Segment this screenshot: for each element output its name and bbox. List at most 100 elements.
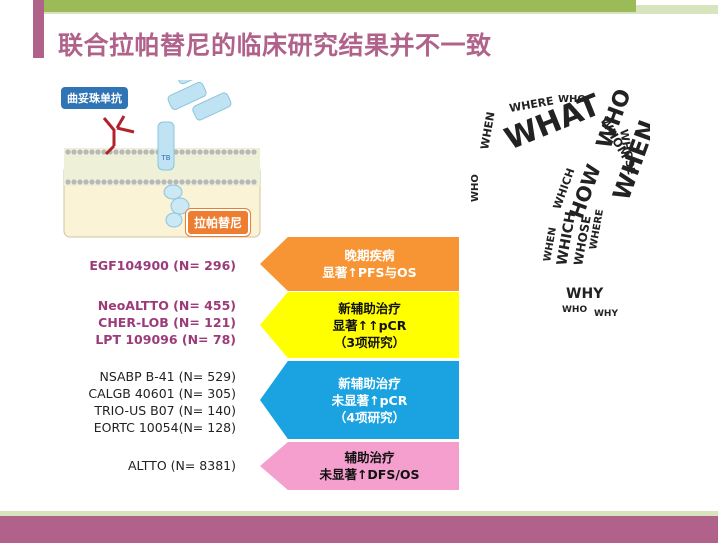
lipid-head: [83, 179, 89, 185]
trial-name: EGF104900 (N= 296): [89, 258, 236, 273]
result-line: 辅助治疗: [344, 450, 395, 465]
title-accent-block: [33, 0, 44, 58]
result-line: 显著↑↑pCR: [332, 317, 407, 333]
antibody-icon: [102, 115, 135, 156]
lipid-head: [137, 179, 143, 185]
lipid-head: [197, 149, 203, 155]
antibody-label: 曲妥珠单抗: [61, 87, 128, 109]
receptor-icon: TB: [157, 121, 190, 228]
trial-name: CALGB 40601 (N= 305): [88, 386, 236, 401]
lipid-head: [131, 149, 137, 155]
trial-name: EORTC 10054(N= 128): [93, 420, 236, 435]
trial-group-4: ALTTO (N= 8381): [128, 457, 236, 474]
lipid-head: [191, 149, 197, 155]
wordcloud-word: WHY: [566, 286, 604, 302]
top-divider: [44, 12, 718, 14]
lipid-head: [119, 179, 125, 185]
lipid-head: [251, 179, 257, 185]
lipid-head: [83, 149, 89, 155]
lipid-head: [65, 179, 71, 185]
lipid-head: [107, 179, 113, 185]
lipid-head: [71, 149, 77, 155]
lipid-head: [173, 179, 179, 185]
lipid-head: [173, 149, 179, 155]
wordcloud-word: WHEN: [478, 111, 497, 151]
trial-group-3: NSABP B-41 (N= 529) CALGB 40601 (N= 305)…: [88, 368, 236, 436]
lipid-head: [143, 149, 149, 155]
result-arrow-neoadjuvant-positive: 新辅助治疗 显著↑↑pCR （3项研究）: [260, 292, 459, 358]
lipid-head: [185, 179, 191, 185]
lipid-head: [239, 179, 245, 185]
lipid-head: [251, 149, 257, 155]
lipid-head: [95, 179, 101, 185]
lipid-head: [233, 149, 239, 155]
lipid-head: [179, 179, 185, 185]
lipid-head: [185, 149, 191, 155]
lipid-head: [239, 149, 245, 155]
lipid-head: [125, 179, 131, 185]
lipid-head: [65, 149, 71, 155]
result-arrow-adjuvant: 辅助治疗 未显著↑DFS/OS: [260, 442, 459, 490]
lipid-head: [77, 179, 83, 185]
trial-name: ALTTO (N= 8381): [127, 458, 236, 473]
lipid-head: [167, 179, 173, 185]
trial-name: NeoALTTO (N= 455): [97, 298, 236, 313]
question-mark-wordcloud-icon: WHAT WHERE WHO WHOM WHOSE WHEN WHO WHO W…: [470, 90, 650, 319]
result-line: 未显著↑DFS/OS: [319, 467, 420, 482]
wordcloud-word: WHO: [470, 174, 481, 202]
lipid-head: [203, 149, 209, 155]
lipid-head: [161, 179, 167, 185]
result-line: 晚期疾病: [344, 248, 395, 263]
lipid-head: [209, 179, 215, 185]
lipid-head: [227, 179, 233, 185]
bottom-accent-bar: [0, 516, 718, 543]
lipid-head: [149, 179, 155, 185]
lipid-head: [89, 179, 95, 185]
lipid-head: [215, 179, 221, 185]
lipid-head: [119, 149, 125, 155]
result-line: （4项研究）: [333, 409, 406, 425]
lipid-head: [71, 179, 77, 185]
trial-group-2: NeoALTTO (N= 455) CHER-LOB (N= 121) LPT …: [95, 297, 236, 348]
trial-name: TRIO-US B07 (N= 140): [94, 403, 236, 418]
result-arrow-neoadjuvant-negative: 新辅助治疗 未显著↑pCR （4项研究）: [260, 361, 459, 439]
lipid-head: [245, 179, 251, 185]
top-accent-bar-light: [636, 5, 718, 12]
wordcloud-word: WHO: [562, 305, 587, 315]
wordcloud-word: WHERE: [588, 208, 606, 250]
lipid-head: [95, 149, 101, 155]
result-line: 显著↑PFS与OS: [322, 265, 417, 280]
lipid-head: [233, 179, 239, 185]
lipid-head: [125, 149, 131, 155]
lipid-head: [89, 149, 95, 155]
result-line: 新辅助治疗: [338, 300, 401, 316]
wordcloud-word: WHY: [594, 309, 618, 319]
lipid-head: [221, 149, 227, 155]
cell-membrane-illustration: TB: [63, 80, 261, 238]
lipid-head: [77, 149, 83, 155]
lipid-head: [191, 179, 197, 185]
lipid-head: [143, 179, 149, 185]
lipid-head: [245, 149, 251, 155]
lipid-head: [227, 149, 233, 155]
tki-label: 拉帕替尼: [186, 209, 251, 236]
result-arrow-advanced: 晚期疾病 显著↑PFS与OS: [260, 237, 459, 291]
wordcloud-word: WHO: [558, 94, 586, 105]
result-line: 新辅助治疗: [338, 375, 401, 391]
lipid-head: [113, 149, 119, 155]
lipid-head: [215, 149, 221, 155]
svg-text:TB: TB: [160, 154, 170, 162]
trial-name: NSABP B-41 (N= 529): [99, 369, 236, 384]
lipid-head: [203, 179, 209, 185]
lipid-head: [131, 179, 137, 185]
lipid-head: [137, 149, 143, 155]
lipid-head: [113, 179, 119, 185]
lipid-head: [179, 149, 185, 155]
lipid-head: [221, 179, 227, 185]
slide-title: 联合拉帕替尼的临床研究结果并不一致: [58, 31, 492, 60]
trial-group-1: EGF104900 (N= 296): [89, 257, 236, 274]
trial-name: CHER-LOB (N= 121): [98, 315, 236, 330]
lipid-head: [209, 149, 215, 155]
result-line: （3项研究）: [333, 334, 406, 350]
bottom-divider: [0, 511, 718, 516]
